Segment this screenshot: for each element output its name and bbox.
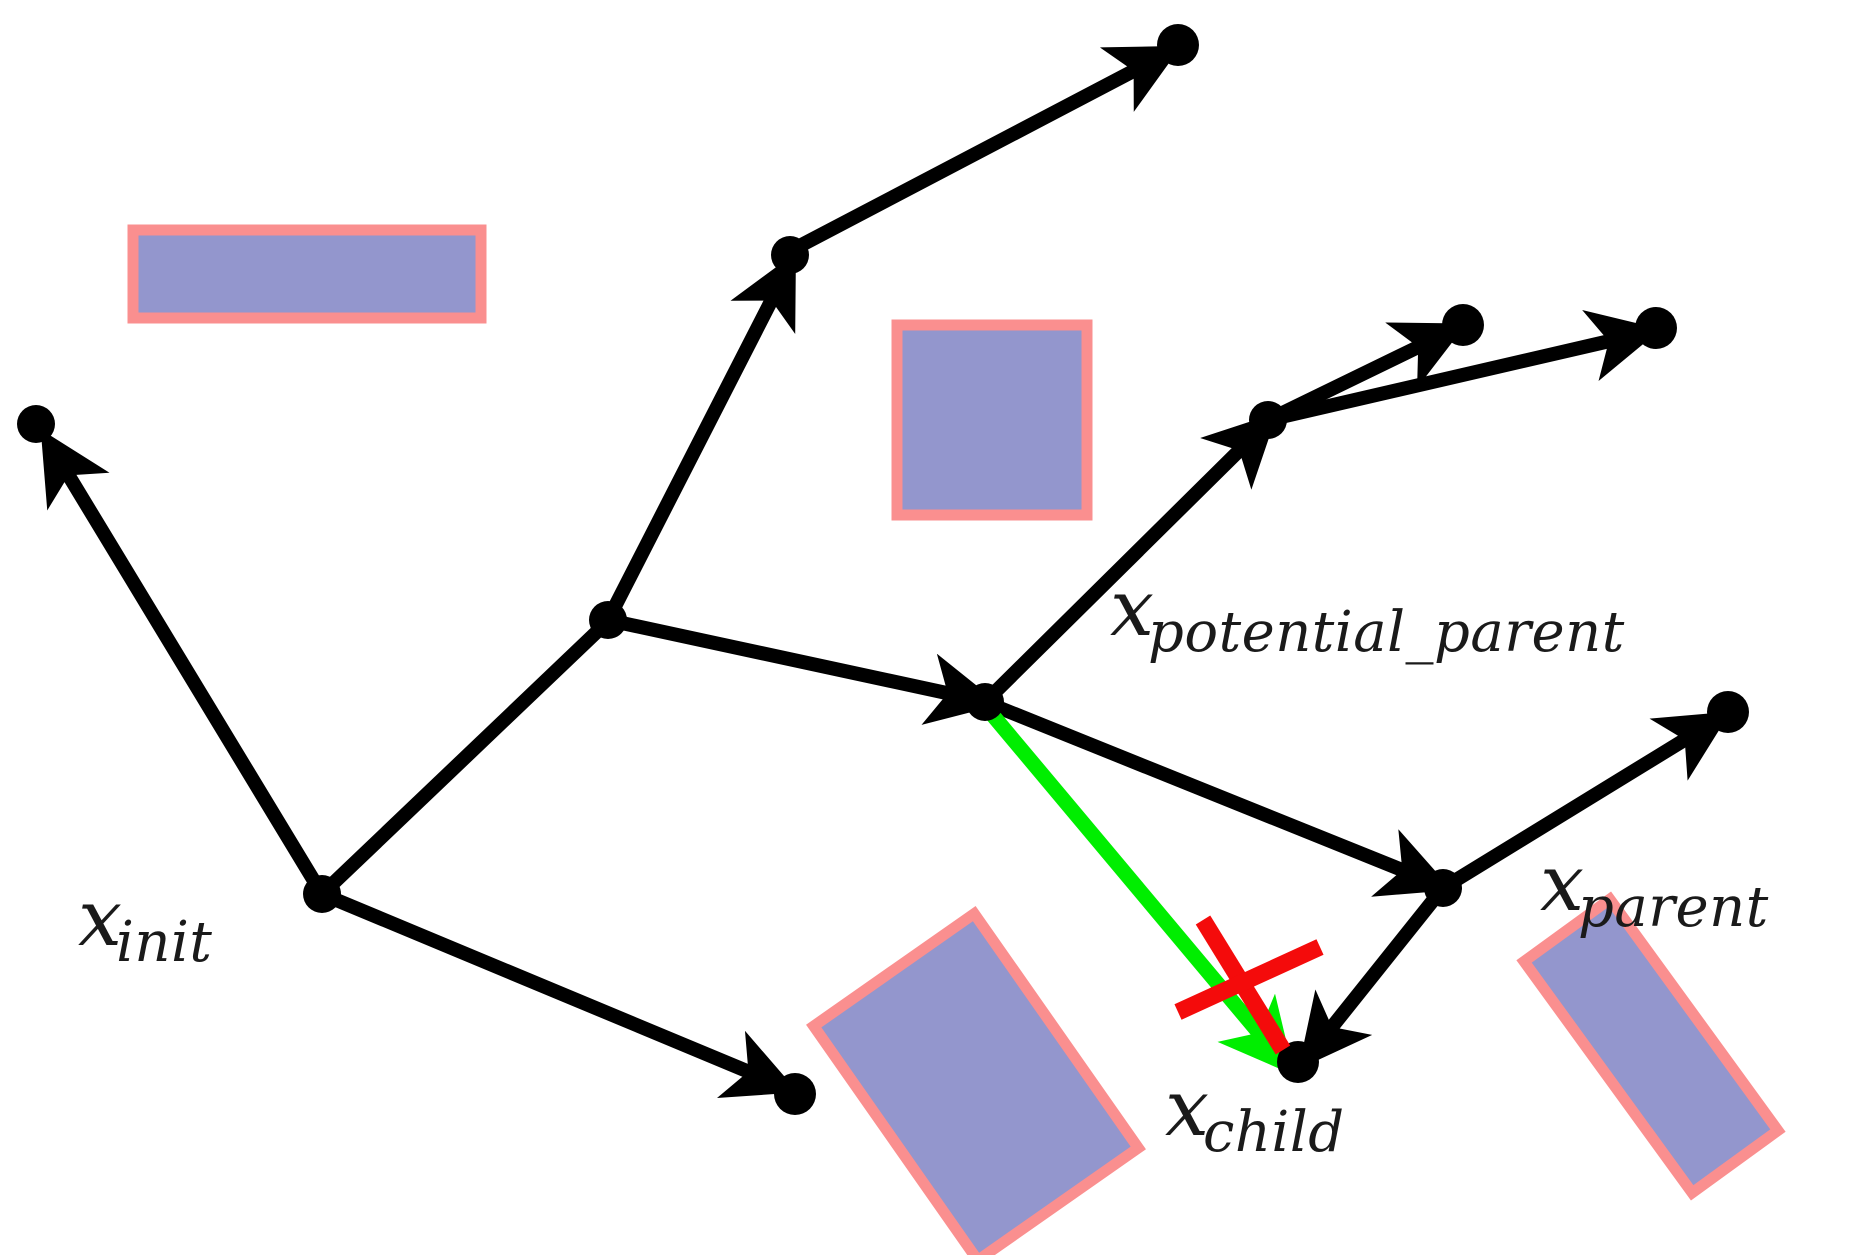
edge-midleft-to-uppermid: [601, 252, 796, 627]
node-bottom-left-leaf: [774, 1073, 816, 1115]
node-upper-right-leaf-b: [1635, 307, 1677, 349]
label-x-init-sub: init: [116, 910, 213, 975]
obstacle-top-left-bar: [127, 224, 487, 324]
node-top-leaf: [1157, 24, 1199, 66]
node-upper-right-branch: [1249, 401, 1287, 439]
edge-candidate-potential-to-child: [977, 698, 1295, 1076]
label-x-parent-sub: parent: [1578, 875, 1769, 940]
edge-potential-to-parent: [978, 695, 1453, 897]
label-x-child-sub: child: [1203, 1100, 1345, 1165]
label-x-potential-parent-sub: potential_parent: [1148, 600, 1625, 665]
node-x-init: [303, 875, 341, 913]
edge-parent-to-child: [1298, 881, 1450, 1070]
node-x-parent: [1424, 869, 1462, 907]
edge-urbranch-to-leaf-b: [1261, 310, 1662, 427]
node-branch-mid-left: [589, 601, 627, 639]
edge-parent-to-rightleaf: [1436, 711, 1731, 895]
obstacle-bottom-right-tilt: [1516, 891, 1786, 1201]
label-x-child: xchild: [1165, 1070, 1351, 1161]
label-x-init-var: x: [78, 874, 122, 964]
label-x-init: xinit: [78, 880, 218, 971]
red-x-stroke-b: [1174, 939, 1324, 1020]
edge-uppermid-to-topleaf: [785, 45, 1182, 257]
label-x-child-var: x: [1165, 1064, 1209, 1154]
red-x-mark: [1174, 915, 1324, 1055]
obstacle-layer: [127, 224, 1786, 1255]
edge-urbranch-to-leaf-a: [1261, 322, 1467, 427]
node-x-child: [1277, 1041, 1319, 1083]
label-x-potential-parent-var: x: [1110, 564, 1154, 654]
label-x-parent: xparent: [1540, 845, 1775, 936]
label-x-potential-parent: xpotential_parent: [1110, 570, 1631, 661]
edge-init-to-farleft: [40, 429, 329, 901]
candidate-edge-layer: [977, 698, 1295, 1076]
edge-init-to-bottomleaf: [315, 887, 799, 1098]
obstacle-center-square: [891, 319, 1093, 521]
obstacle-bottom-left-tilt: [806, 905, 1146, 1255]
node-x-potential-parent: [966, 683, 1004, 721]
edge-midleft-to-potential: [601, 613, 1001, 725]
edge-potential-to-urbranch: [978, 412, 1278, 709]
edge-init-to-midleft: [315, 618, 611, 901]
node-upper-right-leaf-a: [1442, 304, 1484, 346]
tree-edge-layer: [40, 45, 1731, 1098]
node-far-left-leaf: [17, 405, 55, 443]
label-x-parent-var: x: [1540, 839, 1584, 929]
node-right-leaf: [1707, 691, 1749, 733]
node-layer: [17, 24, 1749, 1115]
node-upper-mid: [771, 236, 809, 274]
